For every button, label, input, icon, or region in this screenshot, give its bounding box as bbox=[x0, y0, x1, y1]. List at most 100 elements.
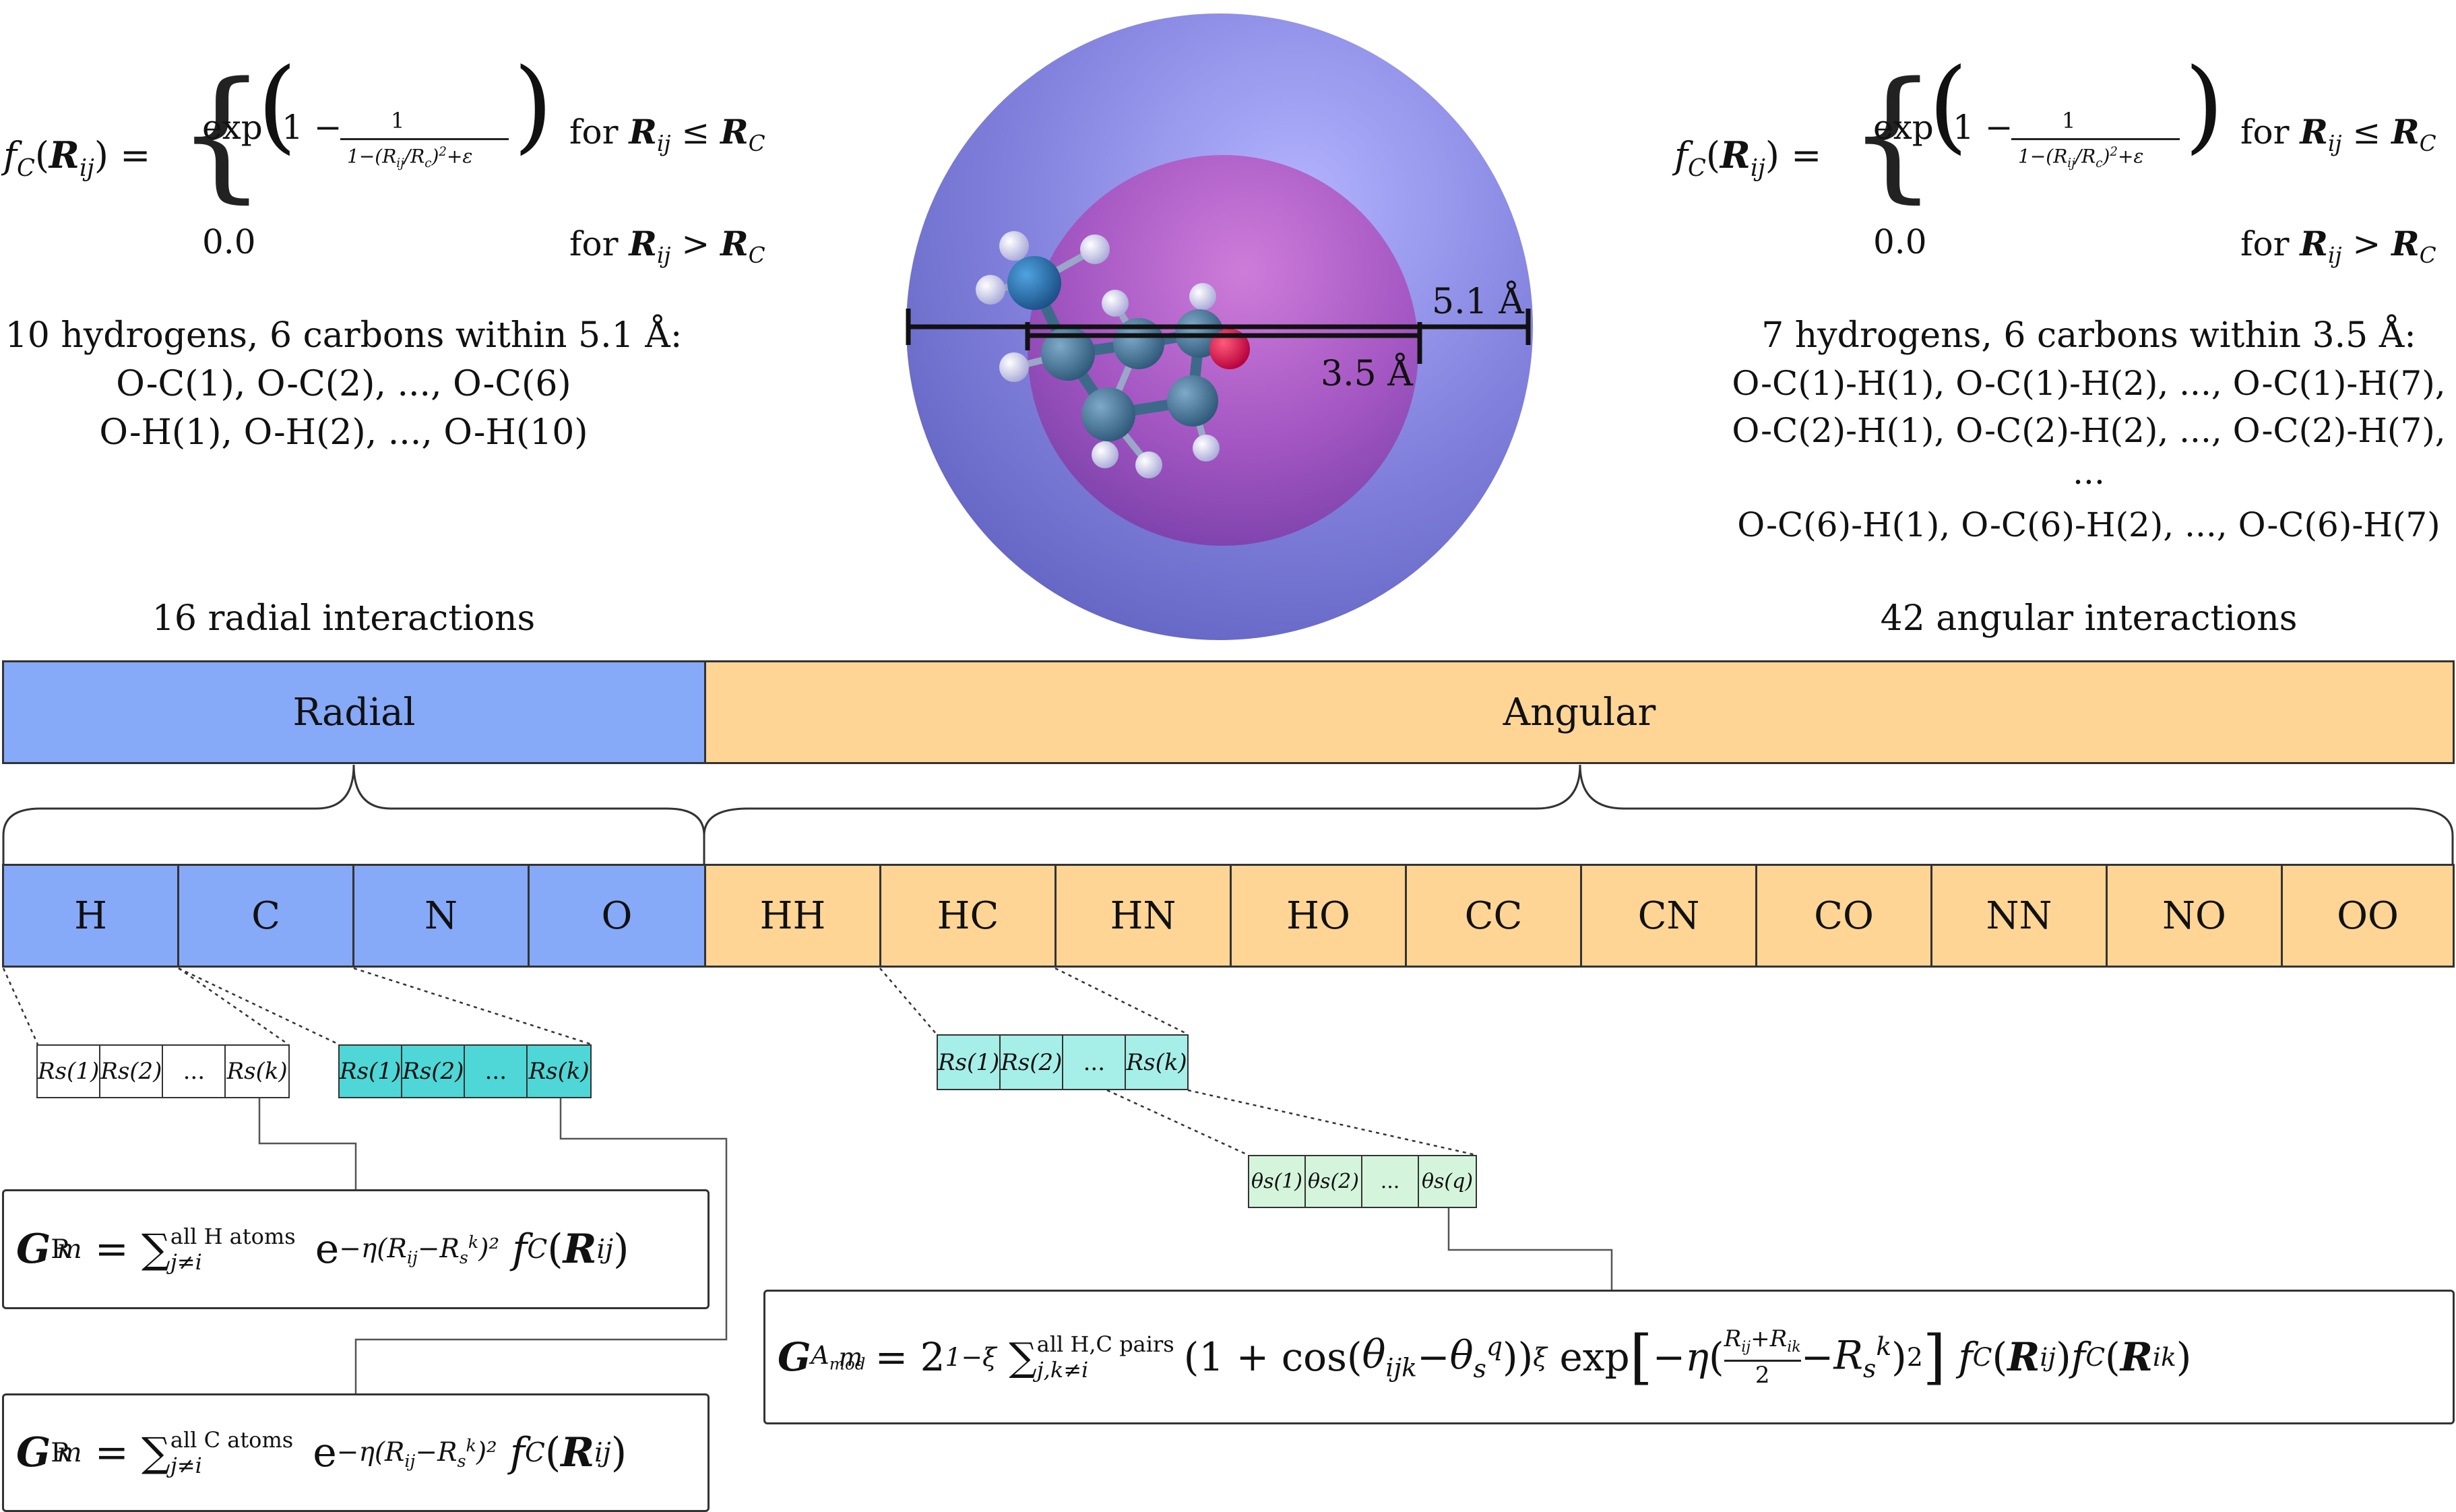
cutoff-lhs-symbol: f bbox=[3, 134, 17, 177]
angular-cell-label: HH bbox=[759, 893, 826, 938]
angular-cell-label: NO bbox=[2162, 893, 2226, 938]
hydrogen-atom bbox=[976, 275, 1005, 305]
carbon-atom bbox=[1167, 375, 1218, 427]
angular-cell-label: CN bbox=[1637, 893, 1700, 938]
cutoff-zero-value: 0.0 bbox=[202, 222, 256, 261]
connector-lines bbox=[258, 1098, 1613, 1393]
inner-radius-label: 3.5 Å bbox=[1321, 354, 1413, 394]
sum-label-all-c: all C atoms bbox=[170, 1427, 294, 1453]
theta-entry: θs(2) bbox=[1306, 1156, 1362, 1207]
radial-section-label: Radial bbox=[292, 690, 416, 734]
radial-cell-label: N bbox=[424, 893, 458, 938]
rs-vector-hc[interactable]: Rs(1) Rs(2) ... Rs(k) bbox=[937, 1034, 1189, 1090]
hydrogen-atom bbox=[1193, 435, 1220, 462]
rs-entry: Rs(1) bbox=[38, 1046, 101, 1097]
angular-cell-hc[interactable]: HC bbox=[879, 864, 1057, 968]
cutoff-condition-2: for Rij > RC bbox=[569, 224, 765, 268]
angular-cell-label: OO bbox=[2337, 893, 2399, 938]
angular-cell-cc[interactable]: CC bbox=[1405, 864, 1582, 968]
cutoff-condition-1: for Rij ≤ RC bbox=[569, 112, 765, 156]
carbon-atom bbox=[1081, 387, 1135, 441]
outer-radius-label: 5.1 Å bbox=[1432, 282, 1524, 322]
rs-entry: ... bbox=[465, 1046, 528, 1097]
angular-neighbor-summary: 7 hydrogens, 6 carbons within 3.5 Å: bbox=[1761, 315, 2416, 356]
radial-cell-n[interactable]: N bbox=[352, 864, 530, 968]
radial-cell-o[interactable]: O bbox=[528, 864, 706, 968]
rs-entry: Rs(1) bbox=[340, 1046, 403, 1097]
angular-cell-oo[interactable]: OO bbox=[2281, 864, 2455, 968]
radial-cell-h[interactable]: H bbox=[2, 864, 179, 968]
angular-count-label: 42 angular interactions bbox=[1880, 598, 2298, 639]
radial-neighbor-summary: 10 hydrogens, 6 carbons within 5.1 Å: bbox=[5, 315, 683, 356]
angular-cell-ho[interactable]: HO bbox=[1230, 864, 1407, 968]
radial-pairs-line-2: O-H(1), O-H(2), ..., O-H(10) bbox=[99, 412, 588, 453]
radius-scale-bars bbox=[906, 309, 1531, 364]
rs-entry: Rs(2) bbox=[100, 1046, 164, 1097]
zoom-lines bbox=[2, 967, 1476, 1156]
angular-triplets-line-4: O-C(6)-H(1), O-C(6)-H(2), ..., O-C(6)-H(… bbox=[1737, 505, 2441, 544]
angular-cell-label: CC bbox=[1464, 893, 1523, 938]
angular-cell-label: CO bbox=[1814, 893, 1874, 938]
cutoff-lhs-symbol: f bbox=[1674, 134, 1688, 177]
hydrogen-atom bbox=[999, 352, 1029, 382]
oxygen-atom bbox=[1209, 329, 1250, 369]
cutoff-function-left: fC(Rij) = { exp ( 1 − 1 1−(Rij/Rc)2+ε ) … bbox=[3, 47, 765, 268]
angular-triplets-line-2: O-C(2)-H(1), O-C(2)-H(2), ..., O-C(2)-H(… bbox=[1732, 411, 2446, 450]
cutoff-condition-1: for Rij ≤ RC bbox=[2240, 112, 2436, 156]
angular-triplets-line-1: O-C(1)-H(1), O-C(1)-H(2), ..., O-C(1)-H(… bbox=[1732, 364, 2446, 403]
angular-cell-no[interactable]: NO bbox=[2106, 864, 2283, 968]
nitrogen-atom bbox=[1007, 256, 1061, 310]
hydrogen-atom bbox=[1135, 451, 1162, 478]
hydrogen-atom bbox=[1189, 283, 1216, 310]
radial-section[interactable]: Radial bbox=[2, 660, 706, 764]
theta-vector[interactable]: θs(1) θs(2) ... θs(q) bbox=[1248, 1155, 1477, 1208]
angular-cell-label: HO bbox=[1286, 893, 1350, 938]
sum-label-all-h: all H atoms bbox=[170, 1224, 296, 1249]
rs-vector-h[interactable]: Rs(1) Rs(2) ... Rs(k) bbox=[36, 1044, 290, 1098]
theta-entry: θs(1) bbox=[1249, 1156, 1306, 1207]
cutoff-zero-value: 0.0 bbox=[1873, 222, 1927, 261]
rs-entry: Rs(2) bbox=[1001, 1036, 1064, 1089]
hydrogen-atom bbox=[1092, 441, 1119, 468]
hydrogen-atom bbox=[1102, 290, 1129, 317]
radial-cell-c[interactable]: C bbox=[177, 864, 354, 968]
angular-cell-hn[interactable]: HN bbox=[1054, 864, 1232, 968]
angular-cell-label: HN bbox=[1110, 893, 1176, 938]
angular-section[interactable]: Angular bbox=[704, 660, 2455, 764]
hydrogen-atom bbox=[1080, 234, 1110, 264]
angular-cell-cn[interactable]: CN bbox=[1580, 864, 1757, 968]
cutoff-exp-label: exp bbox=[1873, 108, 1934, 147]
radial-cell-label: O bbox=[601, 893, 633, 938]
rs-vector-c[interactable]: Rs(1) Rs(2) ... Rs(k) bbox=[338, 1044, 592, 1098]
radial-cell-label: C bbox=[251, 893, 280, 938]
radial-cell-label: H bbox=[74, 893, 107, 938]
angular-cell-co[interactable]: CO bbox=[1755, 864, 1932, 968]
carbon-atom bbox=[1041, 327, 1095, 381]
rs-entry: Rs(1) bbox=[938, 1036, 1001, 1089]
carbon-atom bbox=[1113, 318, 1164, 369]
angular-cell-hh[interactable]: HH bbox=[704, 864, 881, 968]
rs-entry: Rs(2) bbox=[402, 1046, 466, 1097]
theta-entry: θs(q) bbox=[1421, 1170, 1474, 1193]
cutoff-function-right: fC(Rij) = { exp ( 1 − 1 1−(Rij/Rc)2+ε ) … bbox=[1674, 47, 2436, 268]
theta-entry: ... bbox=[1362, 1156, 1419, 1207]
rs-entry: Rs(k) bbox=[1126, 1048, 1187, 1076]
rs-entry: Rs(k) bbox=[226, 1058, 288, 1085]
angular-cell-label: NN bbox=[1986, 893, 2052, 938]
angular-cell-label: HC bbox=[937, 893, 999, 938]
radial-count-label: 16 radial interactions bbox=[152, 598, 536, 639]
rs-entry: ... bbox=[163, 1046, 226, 1097]
section-braces bbox=[2, 764, 2454, 864]
cutoff-condition-2: for Rij > RC bbox=[2240, 224, 2436, 268]
rs-entry: ... bbox=[1063, 1036, 1127, 1089]
sum-label-all-hc-pairs: all H,C pairs bbox=[1036, 1331, 1174, 1357]
angular-cell-nn[interactable]: NN bbox=[1930, 864, 2108, 968]
hydrogen-atom bbox=[999, 231, 1029, 261]
angular-triplets-ellipsis: ... bbox=[2073, 453, 2105, 492]
angular-section-label: Angular bbox=[1503, 690, 1656, 734]
